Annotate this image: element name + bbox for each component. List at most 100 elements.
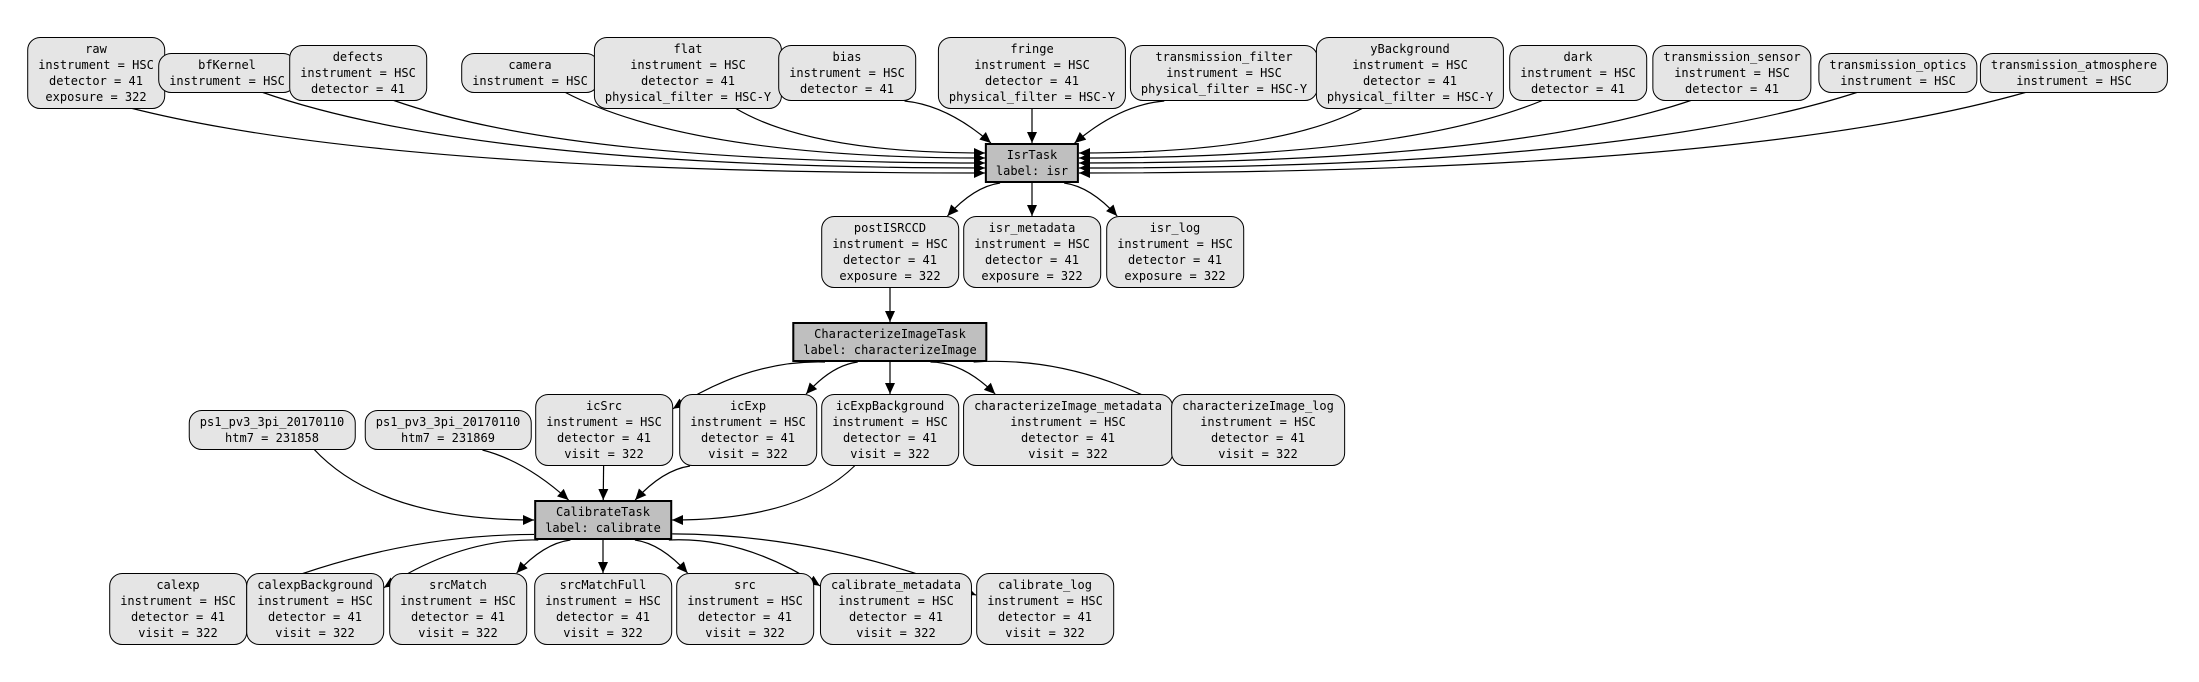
- node-title: bias: [832, 50, 862, 64]
- node-attribute: detector = 41: [1685, 82, 1779, 96]
- node-attribute: exposure = 322: [1124, 269, 1226, 283]
- node-attribute: detector = 41: [311, 82, 405, 96]
- node-attribute: instrument = HSC: [1840, 74, 1956, 88]
- node-attribute: instrument = HSC: [38, 58, 154, 72]
- node-title: flat: [673, 42, 703, 56]
- node-attribute: instrument = HSC: [257, 594, 373, 608]
- edge-dark-to-isr: [1078, 99, 1544, 163]
- node-title: calexpBackground: [257, 578, 373, 592]
- node-title: yBackground: [1370, 42, 1450, 56]
- edge-calibrate-to-src: [634, 539, 689, 574]
- node-attribute: physical_filter = HSC-Y: [948, 90, 1116, 104]
- node-attribute: exposure = 322: [45, 90, 147, 104]
- node-attribute: instrument = HSC: [789, 66, 905, 80]
- node-attribute: visit = 322: [563, 626, 643, 640]
- node-attribute: instrument = HSC: [832, 237, 948, 251]
- node-title: CharacterizeImageTask: [814, 327, 966, 341]
- node-attribute: instrument = HSC: [1166, 66, 1282, 80]
- edge-isr-to-postISRCCD: [946, 182, 1001, 217]
- edge-bfKernel-to-isr: [261, 91, 986, 173]
- node-attribute: physical_filter = HSC-Y: [604, 90, 772, 104]
- node-title: bfKernel: [198, 58, 256, 72]
- node-transmission_filter: transmission_filter instrument = HSC physi…: [1129, 45, 1319, 101]
- node-attribute: instrument = HSC: [838, 594, 954, 608]
- edge-transmission_filter-to-isr: [1074, 100, 1165, 144]
- node-title: camera: [508, 58, 552, 72]
- node-title: transmission_filter: [1155, 50, 1293, 64]
- node-attribute: detector = 41: [985, 74, 1079, 88]
- node-title: transmission_sensor: [1663, 50, 1801, 64]
- edge-bias-to-isr: [904, 100, 992, 144]
- node-attribute: visit = 322: [275, 626, 355, 640]
- edge-isr-to-isr_log: [1064, 182, 1118, 217]
- node-title: calibrate_log: [998, 578, 1092, 592]
- node-attribute: physical_filter = HSC-Y: [1140, 82, 1308, 96]
- node-attribute: detector = 41: [557, 431, 651, 445]
- node-title: raw: [85, 42, 107, 56]
- node-title: icExpBackground: [835, 399, 945, 413]
- node-attribute: instrument = HSC: [1117, 237, 1233, 251]
- node-title: IsrTask: [1006, 148, 1058, 162]
- node-attribute: instrument = HSC: [400, 594, 516, 608]
- node-attribute: detector = 41: [556, 610, 650, 624]
- node-attribute: detector = 41: [641, 74, 735, 88]
- node-title: srcMatch: [429, 578, 487, 592]
- node-icSrc: icSrc instrument = HSC detector = 41 visit …: [535, 394, 673, 466]
- edge-transmission_optics-to-isr: [1078, 91, 1859, 173]
- edge-characterizeImage-to-icExp: [805, 361, 858, 395]
- edge-transmission_sensor-to-isr: [1078, 99, 1693, 168]
- node-calibrate_metadata: calibrate_metadata instrument = HSC detect…: [819, 573, 973, 645]
- edge-transmission_atmosphere-to-isr: [1078, 91, 2028, 178]
- node-attribute: instrument = HSC: [546, 415, 662, 429]
- node-attribute: detector = 41: [985, 253, 1079, 267]
- node-attribute: instrument = HSC: [300, 66, 416, 80]
- edge-camera-to-isr: [564, 91, 986, 163]
- node-attribute: visit = 322: [418, 626, 498, 640]
- node-attribute: htm7 = 231858: [225, 431, 319, 445]
- node-attribute: visit = 322: [138, 626, 218, 640]
- node-title: calibrate_metadata: [830, 578, 962, 592]
- node-title: transmission_atmosphere: [1990, 58, 2158, 72]
- node-attribute: visit = 322: [1028, 447, 1108, 461]
- node-attribute: instrument = HSC: [169, 74, 285, 88]
- node-title: icSrc: [585, 399, 623, 413]
- node-title: isr_log: [1149, 221, 1201, 235]
- node-attribute: visit = 322: [705, 626, 785, 640]
- node-attribute: detector = 41: [1211, 431, 1305, 445]
- node-attribute: visit = 322: [564, 447, 644, 461]
- node-title: ps1_pv3_3pi_20170110: [199, 415, 345, 429]
- node-title: isr_metadata: [988, 221, 1076, 235]
- node-attribute: instrument = HSC: [690, 415, 806, 429]
- edge-ps1_231858-to-calibrate: [313, 448, 535, 525]
- node-attribute: detector = 41: [843, 253, 937, 267]
- node-attribute: visit = 322: [850, 447, 930, 461]
- node-title: calexp: [156, 578, 200, 592]
- node-attribute: detector = 41: [998, 610, 1092, 624]
- node-attribute: detector = 41: [849, 610, 943, 624]
- node-title: characterizeImage_log: [1182, 399, 1334, 413]
- node-attribute: detector = 41: [701, 431, 795, 445]
- node-attribute: detector = 41: [1531, 82, 1625, 96]
- edge-ps1_231869-to-calibrate: [482, 449, 569, 501]
- node-bfKernel: bfKernel instrument = HSC: [158, 53, 296, 93]
- node-title: ps1_pv3_3pi_20170110: [375, 415, 521, 429]
- node-attribute: instrument = HSC: [472, 74, 588, 88]
- node-title: fringe: [1010, 42, 1054, 56]
- node-camera: camera instrument = HSC: [461, 53, 599, 93]
